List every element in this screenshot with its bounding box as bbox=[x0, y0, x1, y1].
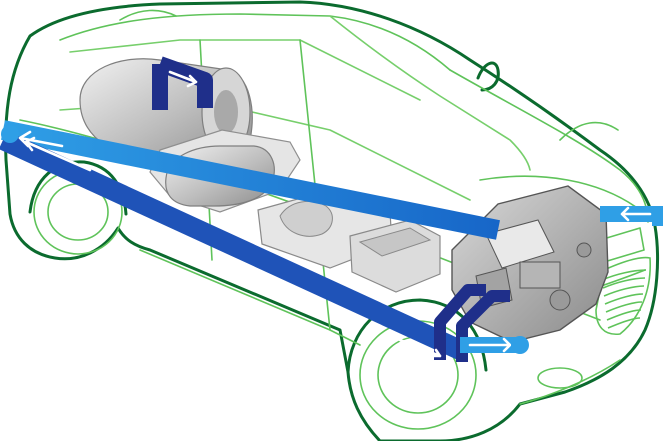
endpoint-rear bbox=[1, 125, 19, 143]
grille-outline bbox=[595, 256, 651, 335]
upper-longitudinal-flow bbox=[1, 120, 500, 240]
air-intake-flow bbox=[600, 206, 663, 226]
arrow-lower-left bbox=[24, 136, 92, 172]
grille-slat bbox=[605, 301, 643, 313]
arrow-upper-left bbox=[18, 130, 64, 148]
lower-longitudinal-flow bbox=[0, 130, 465, 360]
far-rear-arch bbox=[119, 9, 177, 21]
side-mirror bbox=[476, 61, 500, 92]
arrow-intake bbox=[620, 206, 652, 222]
car-silhouette bbox=[4, 0, 659, 441]
tank-outlet-flow bbox=[152, 56, 213, 110]
side-window-upper bbox=[69, 39, 421, 101]
arrow-tank bbox=[168, 70, 198, 88]
far-front-arch bbox=[559, 121, 619, 141]
arrow-lower-mid bbox=[398, 338, 442, 358]
flow-direction-arrows bbox=[18, 70, 652, 358]
hood-inner bbox=[479, 175, 641, 211]
windshield bbox=[329, 15, 531, 171]
grille-slat bbox=[604, 293, 644, 305]
car-structure-lines bbox=[19, 9, 649, 430]
fog-light bbox=[537, 367, 583, 389]
sill-line bbox=[139, 249, 361, 346]
bumper-lower bbox=[519, 359, 621, 405]
energy-flows bbox=[0, 56, 663, 362]
flow-endpoints bbox=[1, 125, 529, 354]
endpoint-stack bbox=[511, 336, 529, 354]
grille-slat bbox=[602, 277, 646, 289]
front-grille bbox=[537, 256, 651, 389]
front-wheel-arch bbox=[346, 298, 488, 374]
grille-slat bbox=[607, 317, 641, 329]
grille-slat bbox=[606, 309, 642, 321]
arrow-stack-feed bbox=[468, 337, 512, 353]
grille-slat bbox=[603, 285, 645, 297]
hood-line bbox=[449, 69, 649, 223]
roof-line bbox=[59, 13, 451, 71]
car-body-outline bbox=[4, 0, 659, 441]
